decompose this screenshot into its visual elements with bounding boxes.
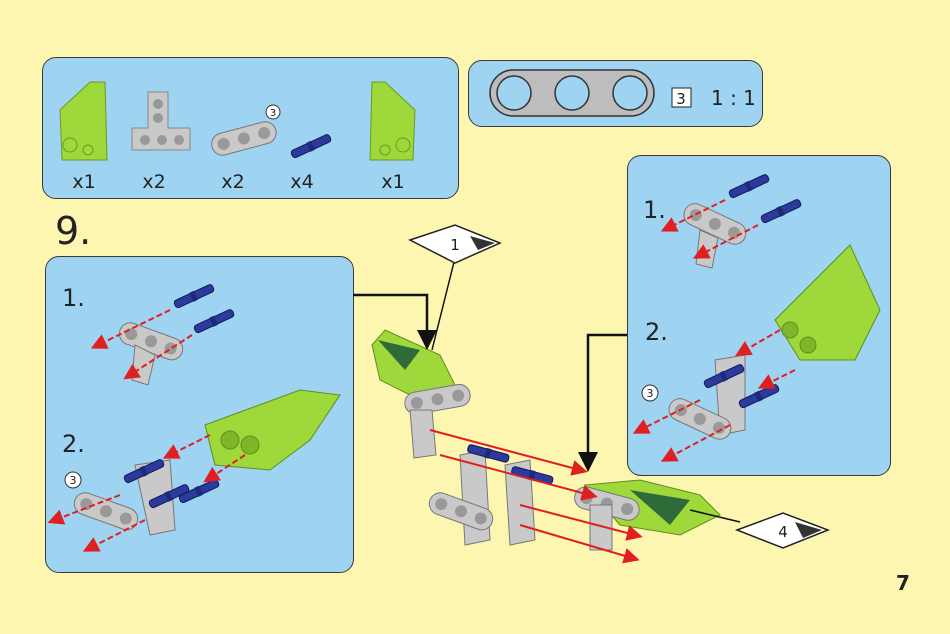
qty-label: x1	[72, 171, 95, 193]
callout-pointer	[431, 257, 456, 351]
length-badge	[641, 384, 659, 402]
step-number: 9.	[55, 209, 91, 253]
svg-text:4: 4	[778, 523, 788, 541]
length-value: 3	[676, 90, 686, 108]
qty-label: x2	[142, 171, 165, 193]
qty-label: x1	[381, 171, 404, 193]
leader-line-left	[353, 293, 437, 350]
main-assembly	[371, 329, 721, 564]
substep-1-label: 1.	[62, 284, 85, 312]
callout-4: 4	[734, 512, 831, 549]
part-grey-beam-3	[208, 118, 280, 159]
callout-1: 1	[408, 224, 502, 264]
left-sub2-assembly	[47, 389, 341, 552]
beam-length-label: 3	[270, 108, 276, 119]
callout-pointer	[689, 509, 741, 523]
svg-text:1: 1	[450, 236, 460, 254]
leader-line-right	[578, 333, 627, 472]
part-grey-t-beam	[131, 91, 191, 151]
left-sub1-assembly	[90, 282, 236, 386]
qty-badge	[265, 104, 281, 120]
substep-2-label: 2.	[62, 430, 85, 458]
length-box	[671, 87, 692, 108]
part-green-panel-left	[59, 81, 108, 161]
length-badge-text: 3	[647, 387, 654, 400]
length-badge-text: 3	[70, 474, 77, 487]
right-sub1-assembly	[660, 172, 803, 269]
right-sub2-assembly	[632, 244, 881, 462]
qty-label: x4	[290, 171, 313, 193]
substep-2-label: 2.	[645, 318, 668, 346]
scale-beam-outline	[489, 69, 655, 117]
page-number: 7	[896, 571, 910, 595]
qty-label: x2	[221, 171, 244, 193]
length-badge	[64, 471, 82, 489]
part-blue-pin	[289, 132, 333, 161]
scale-ratio: 1 : 1	[711, 86, 756, 110]
substep-1-label: 1.	[643, 196, 666, 224]
part-green-panel-right	[369, 81, 416, 161]
